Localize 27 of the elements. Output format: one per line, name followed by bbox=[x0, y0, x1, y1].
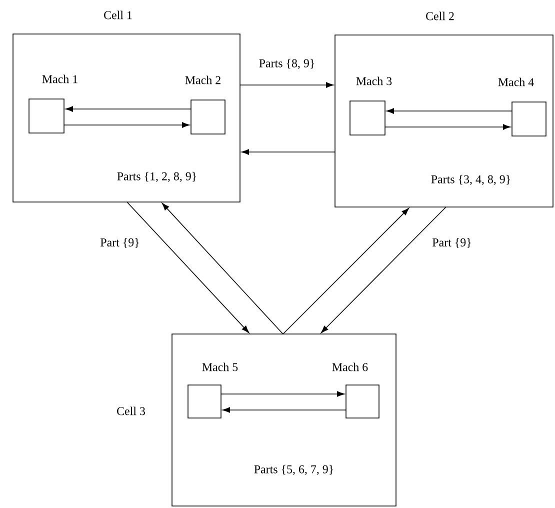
cell-label: Cell 3 bbox=[117, 406, 145, 416]
machine-label: Mach 3 bbox=[356, 76, 392, 86]
arrow bbox=[162, 202, 284, 334]
arrow bbox=[240, 82, 334, 88]
machine-label: Mach 5 bbox=[202, 362, 238, 372]
machine-label: Mach 6 bbox=[332, 362, 368, 372]
arrow bbox=[64, 122, 190, 128]
edge-label: Parts {8, 9} bbox=[259, 58, 314, 70]
arrow bbox=[222, 407, 346, 413]
arrow bbox=[386, 108, 512, 114]
edge-label: Part {9} bbox=[100, 238, 139, 248]
arrow bbox=[65, 106, 192, 112]
cell-label: Cell 2 bbox=[426, 12, 454, 20]
arrow bbox=[220, 391, 345, 397]
machine-label: Mach 2 bbox=[185, 76, 220, 84]
arrow bbox=[384, 124, 511, 130]
arrow bbox=[320, 206, 446, 334]
machine-label: Mach 4 bbox=[498, 78, 534, 86]
edge-label: Part {9} bbox=[432, 238, 471, 248]
cell-label: Cell 1 bbox=[104, 10, 132, 20]
machine-label: Mach 1 bbox=[42, 74, 78, 84]
arrow bbox=[241, 149, 336, 155]
parts-list: Parts {5, 6, 7, 9} bbox=[254, 464, 334, 476]
parts-list: Parts {1, 2, 8, 9} bbox=[117, 172, 196, 182]
parts-list: Parts {3, 4, 8, 9} bbox=[431, 174, 510, 186]
arrow bbox=[282, 208, 410, 334]
arrow bbox=[126, 202, 250, 334]
